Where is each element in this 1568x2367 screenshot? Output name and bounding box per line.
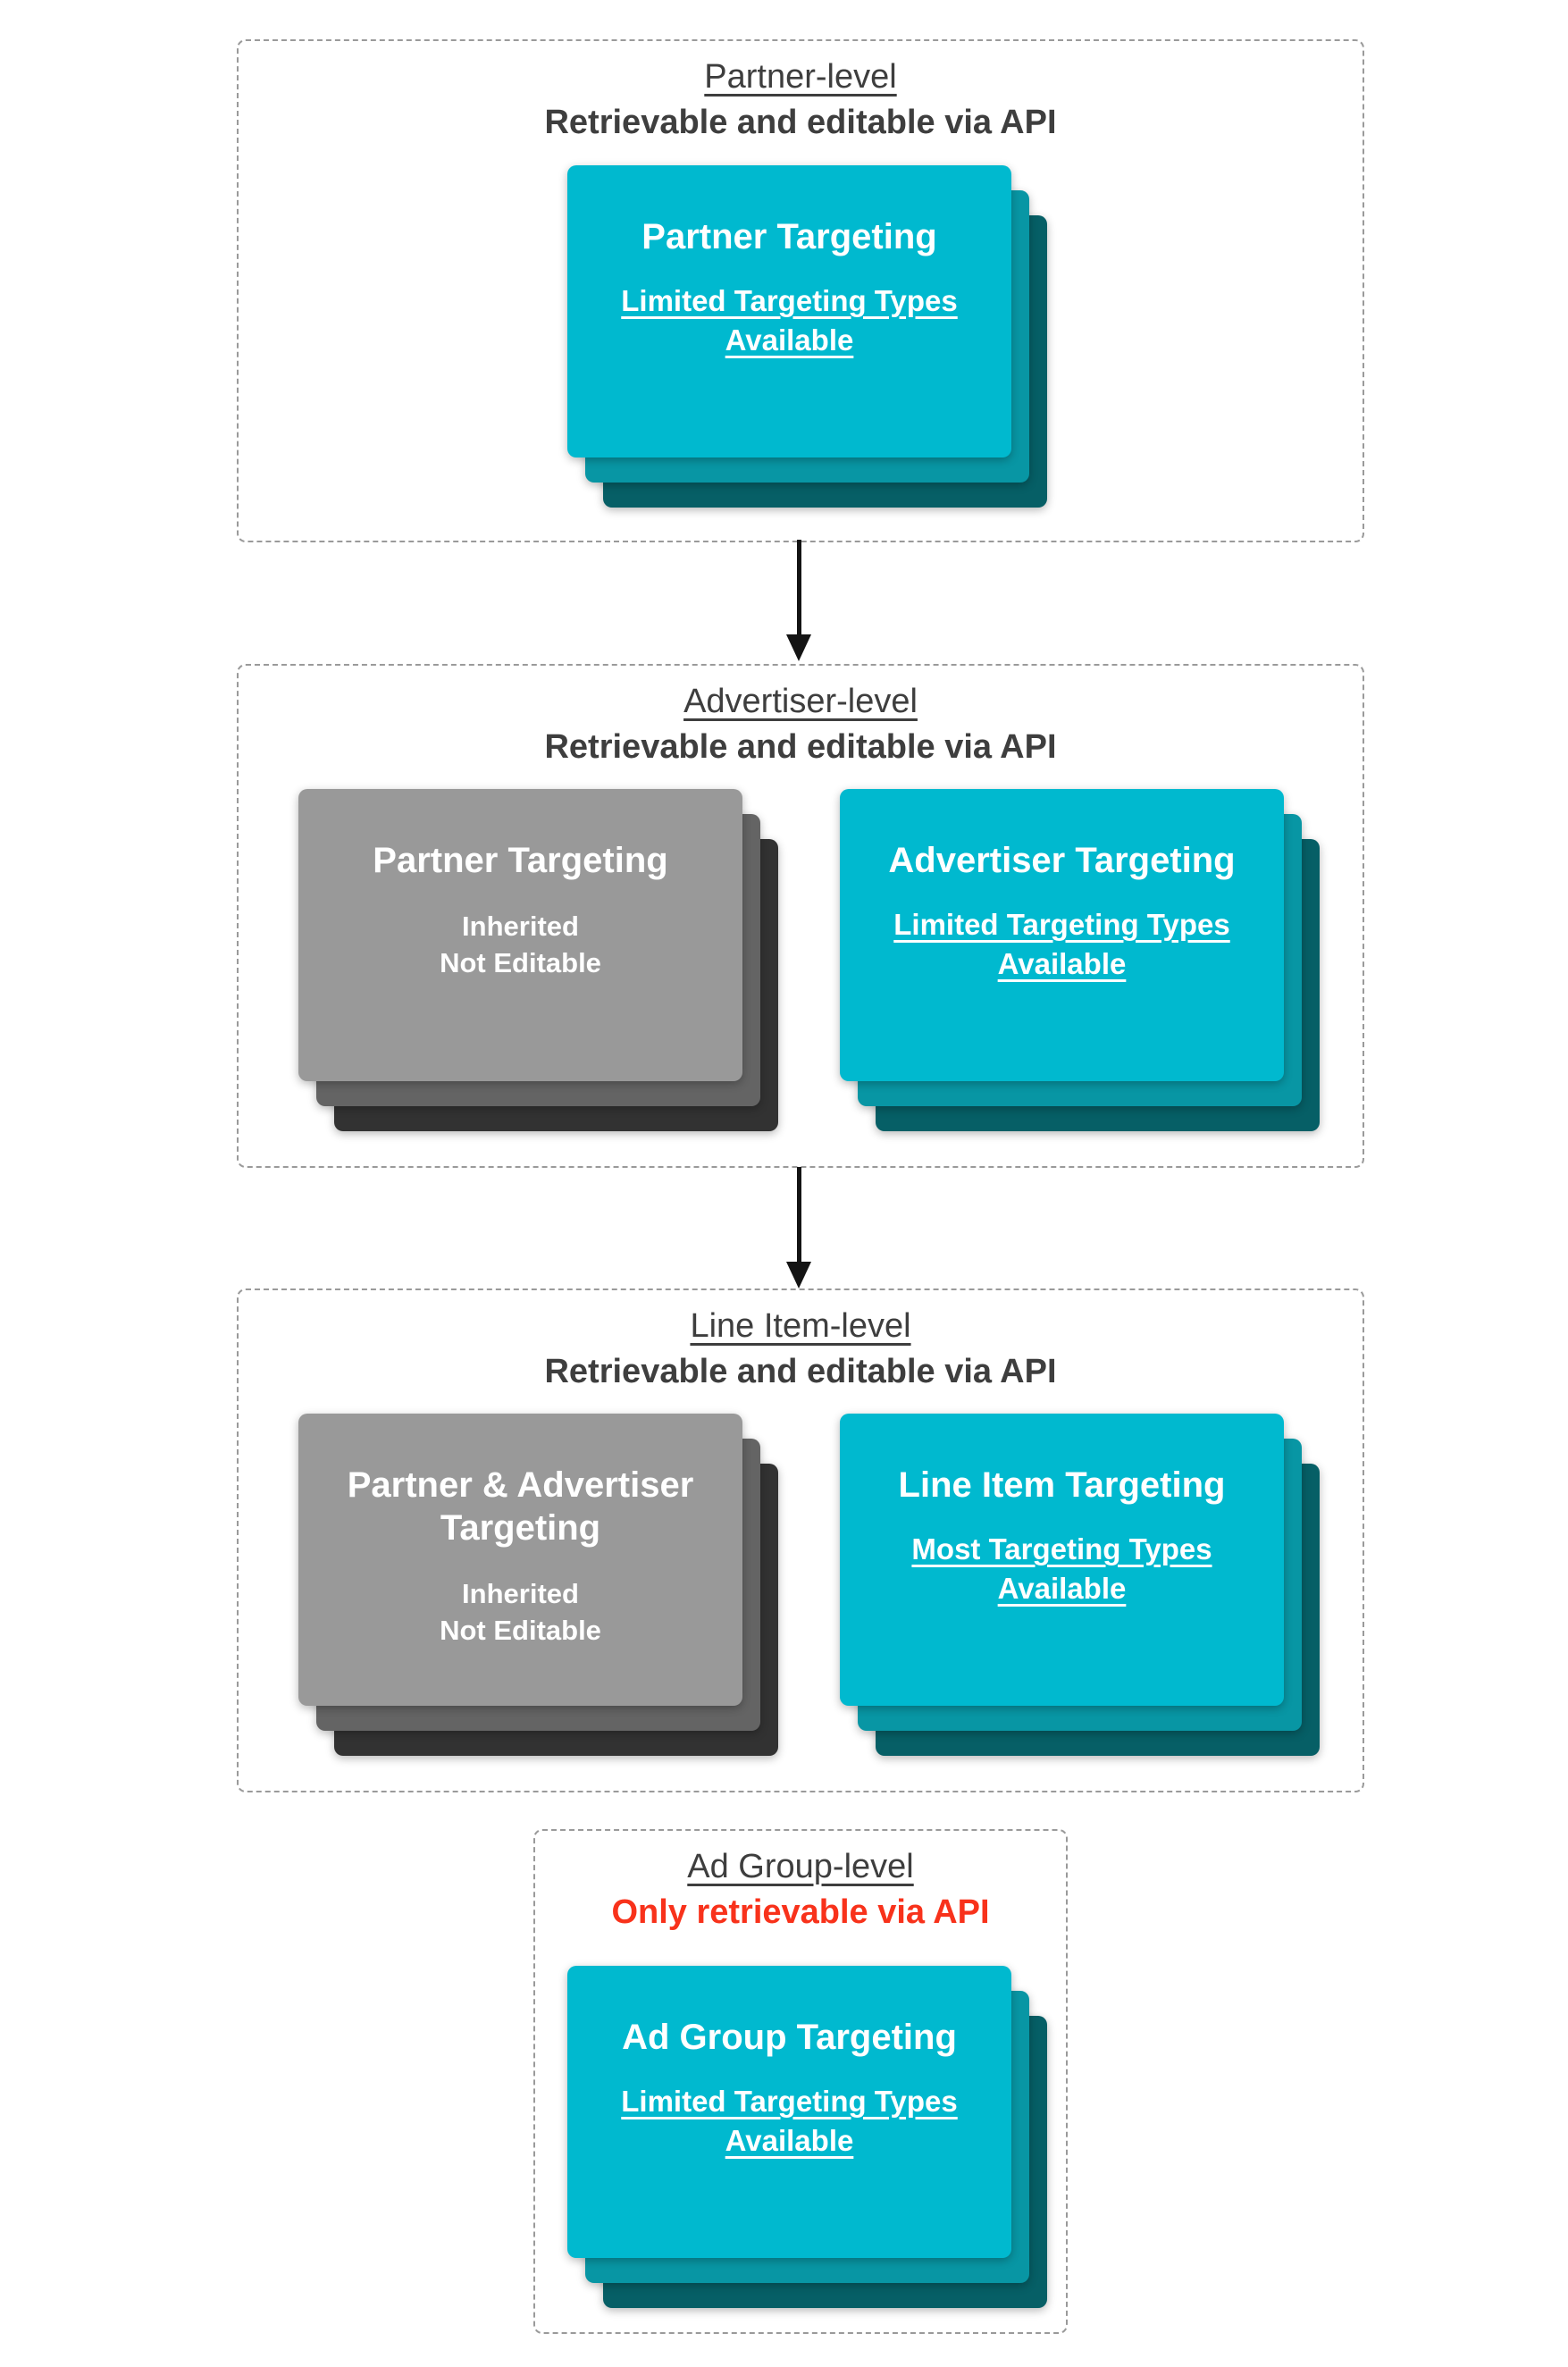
- card-stack-inherited-partner-targeting: Partner Targeting Inherited Not Editable: [298, 789, 778, 1131]
- arrow-shaft: [796, 540, 801, 634]
- card-stack-inherited-partner-advertiser-targeting: Partner & Advertiser Targeting Inherited…: [298, 1414, 778, 1756]
- card-stack-partner-targeting: Partner Targeting Limited Targeting Type…: [567, 165, 1047, 508]
- section-title: Advertiser-level: [683, 683, 918, 720]
- card-stack-line-item-targeting: Line Item Targeting Most Targeting Types…: [840, 1414, 1320, 1756]
- section-partner-level: Partner-level Retrievable and editable v…: [237, 39, 1364, 542]
- section-advertiser-level: Advertiser-level Retrievable and editabl…: [237, 664, 1364, 1168]
- card-subtext: Inherited Not Editable: [298, 909, 742, 982]
- card-subtext-line: Not Editable: [440, 1614, 601, 1646]
- card-subtext-line: Inherited: [462, 1578, 579, 1609]
- card-title: Advertiser Targeting: [888, 841, 1236, 880]
- card-subtext: Limited Targeting Types Available: [567, 281, 1011, 359]
- card-subtext-line: Limited Targeting Types: [621, 284, 958, 317]
- section-title: Partner-level: [704, 58, 897, 96]
- card-partner-targeting-inherited: Partner Targeting Inherited Not Editable: [298, 789, 742, 1081]
- section-header: Ad Group-level Only retrievable via API: [535, 1847, 1066, 1933]
- card-title: Partner Targeting: [373, 841, 668, 880]
- section-line-item-level: Line Item-level Retrievable and editable…: [237, 1288, 1364, 1792]
- card-subtext-line: Available: [725, 323, 854, 357]
- section-subtitle-alert: Only retrievable via API: [611, 1893, 990, 1931]
- card-subtext: Limited Targeting Types Available: [840, 905, 1284, 983]
- flow-arrow-partner-to-advertiser: [785, 540, 812, 661]
- card-advertiser-targeting: Advertiser Targeting Limited Targeting T…: [840, 789, 1284, 1081]
- section-title: Ad Group-level: [687, 1848, 914, 1885]
- card-subtext-line: Inherited: [462, 911, 579, 942]
- card-partner-advertiser-targeting-inherited: Partner & Advertiser Targeting Inherited…: [298, 1414, 742, 1706]
- flow-arrow-advertiser-to-line-item: [785, 1167, 812, 1288]
- card-title: Line Item Targeting: [898, 1465, 1226, 1505]
- card-subtext-line: Available: [997, 1571, 1127, 1605]
- section-subtitle: Retrievable and editable via API: [544, 727, 1057, 766]
- section-subtitle: Retrievable and editable via API: [544, 103, 1057, 141]
- card-title: Partner & Advertiser Targeting: [347, 1465, 694, 1548]
- card-title: Partner Targeting: [641, 217, 937, 256]
- section-subtitle: Retrievable and editable via API: [544, 1352, 1057, 1390]
- section-header: Advertiser-level Retrievable and editabl…: [239, 682, 1363, 768]
- card-subtext-line: Limited Targeting Types: [621, 2085, 958, 2118]
- card-subtext: Inherited Not Editable: [298, 1576, 742, 1649]
- card-stack-advertiser-targeting: Advertiser Targeting Limited Targeting T…: [840, 789, 1320, 1131]
- card-partner-targeting: Partner Targeting Limited Targeting Type…: [567, 165, 1011, 457]
- card-title: Ad Group Targeting: [622, 2018, 957, 2057]
- card-subtext-line: Most Targeting Types: [911, 1532, 1212, 1565]
- card-stack-ad-group-targeting: Ad Group Targeting Limited Targeting Typ…: [567, 1966, 1047, 2308]
- card-subtext-line: Available: [997, 946, 1127, 980]
- card-subtext: Most Targeting Types Available: [840, 1530, 1284, 1607]
- card-subtext-line: Available: [725, 2123, 854, 2157]
- section-ad-group-level: Ad Group-level Only retrievable via API …: [533, 1829, 1068, 2334]
- arrow-shaft: [796, 1167, 801, 1262]
- card-subtext: Limited Targeting Types Available: [567, 2082, 1011, 2160]
- arrow-head-icon: [786, 634, 811, 661]
- section-title: Line Item-level: [690, 1307, 911, 1345]
- arrow-head-icon: [786, 1262, 811, 1288]
- card-ad-group-targeting: Ad Group Targeting Limited Targeting Typ…: [567, 1966, 1011, 2258]
- card-subtext-line: Not Editable: [440, 946, 601, 978]
- card-line-item-targeting: Line Item Targeting Most Targeting Types…: [840, 1414, 1284, 1706]
- card-subtext-line: Limited Targeting Types: [893, 908, 1230, 941]
- section-header: Partner-level Retrievable and editable v…: [239, 57, 1363, 143]
- section-header: Line Item-level Retrievable and editable…: [239, 1306, 1363, 1392]
